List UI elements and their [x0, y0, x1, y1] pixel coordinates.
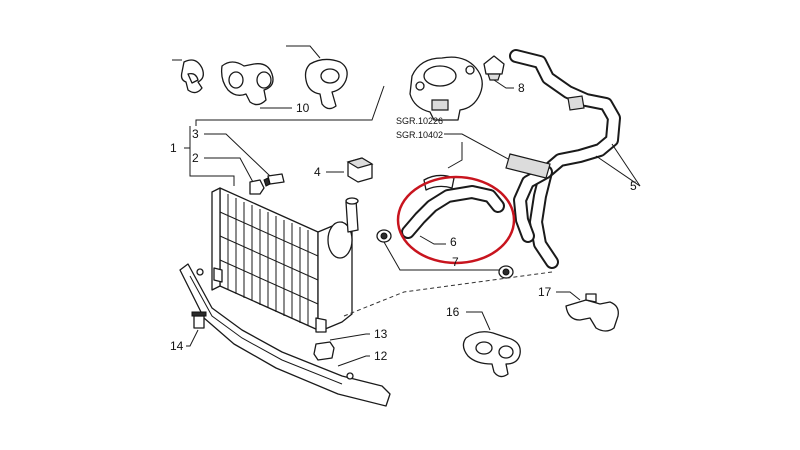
label-17: 17: [538, 285, 552, 299]
label-14: 14: [170, 339, 184, 353]
leader-5a: [595, 155, 641, 187]
clamp-7-left: [376, 229, 392, 243]
clip-double-10: [220, 61, 274, 106]
label-7: 7: [452, 255, 459, 269]
leader-sgr-10402: [444, 133, 511, 161]
bracket-1: [189, 126, 235, 186]
label-8: 8: [518, 81, 525, 95]
clip-16: [462, 331, 521, 378]
highlight-ellipse: [396, 175, 516, 265]
leader-14: [186, 329, 199, 347]
radiator: [211, 187, 359, 333]
plug-2: [249, 179, 265, 195]
dashed-connection: [343, 271, 553, 317]
clamp-7-right: [498, 265, 514, 279]
hose-6-highlighted: [401, 174, 505, 239]
leader-6: [419, 235, 446, 245]
hose-assembly-5: [505, 49, 621, 269]
bracket-12: [179, 263, 391, 407]
mount-4: [346, 157, 374, 183]
leader-5b: [611, 143, 641, 187]
screw-14: [191, 311, 207, 329]
leader-3: [204, 133, 271, 177]
leader-16: [466, 311, 491, 331]
screw-3: [263, 173, 285, 187]
leader-sgr-drop: [447, 142, 463, 169]
ref-sgr-10402: SGR.10402: [396, 130, 443, 140]
leader-8: [493, 79, 514, 89]
leader-top-dots: [286, 45, 321, 59]
leader-2: [204, 157, 255, 185]
label-10: 10: [296, 101, 310, 115]
clip-17: [565, 293, 619, 332]
label-12: 12: [374, 349, 388, 363]
ref-sgr-10226: SGR.10226: [396, 116, 443, 126]
label-2: 2: [192, 151, 199, 165]
leader-17: [556, 291, 581, 301]
label-13: 13: [374, 327, 388, 341]
clip-right-9: [304, 58, 348, 110]
leader-13: [329, 333, 370, 341]
thermostat-housing: [409, 56, 483, 121]
clip-group-10: 10: [172, 45, 385, 126]
label-4: 4: [314, 165, 321, 179]
leader-12: [337, 355, 370, 367]
label-1: 1: [170, 141, 177, 155]
label-6: 6: [450, 235, 457, 249]
label-3: 3: [192, 127, 199, 141]
bush-13: [313, 341, 335, 361]
leader-7: [383, 241, 500, 271]
label-5: 5: [630, 179, 637, 193]
clip-small-left: [180, 59, 204, 94]
radiator-fins: [219, 194, 319, 326]
label-16: 16: [446, 305, 460, 319]
bleeder-8: [483, 55, 505, 81]
bracket-line-10: [195, 85, 385, 126]
